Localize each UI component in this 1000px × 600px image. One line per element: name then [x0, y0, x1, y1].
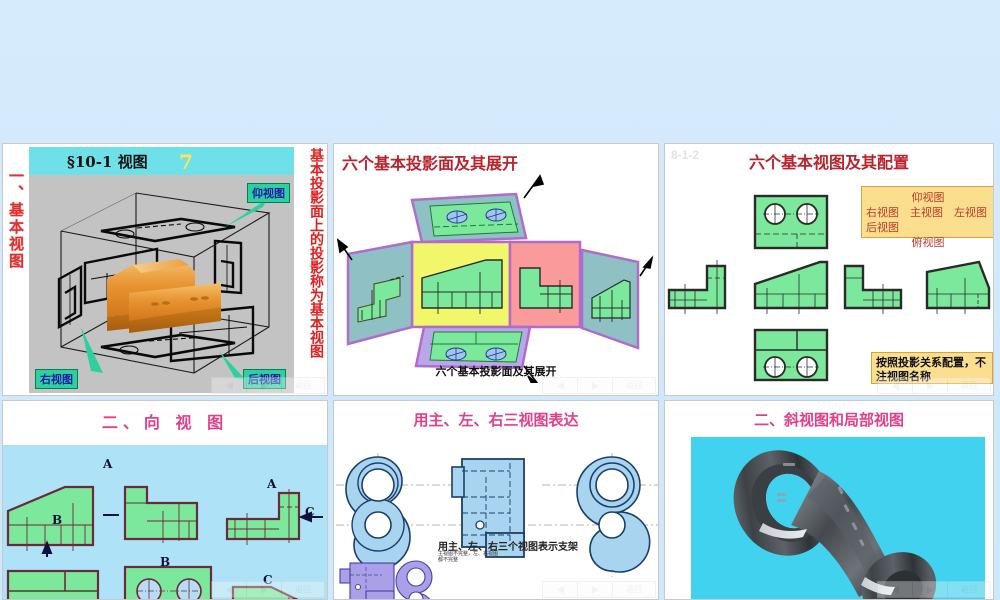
slide1-prev-button[interactable] — [211, 377, 247, 394]
slide1-vertical-right-note: 基本投影面上的投影称为基本视图 — [308, 148, 324, 358]
slide3-arrangement-box: 仰视图 右视图 主视图 左视图 后视图 俯视图 — [861, 186, 993, 249]
slide1-title-bar — [29, 147, 294, 175]
slide4-title: 二、向 视 图 — [101, 413, 229, 432]
slide2-unfolded-planes-drawing — [336, 174, 654, 383]
slide-basic-views[interactable]: 一、基本视图 §10-1 视图 7 — [2, 143, 328, 396]
slide6-back-button[interactable]: 返回 — [947, 581, 991, 598]
slide3-number: 8-1-2 — [671, 148, 700, 162]
next-icon — [591, 585, 599, 594]
slide1-isometric-drawing — [57, 192, 271, 379]
slide3-next-button[interactable] — [912, 377, 948, 394]
slide5-prev-button[interactable] — [542, 581, 578, 598]
slide-three-views-bracket[interactable]: 用主、左、右三视图表达 — [333, 400, 659, 600]
slide6-next-button[interactable] — [912, 581, 948, 598]
slide4-mark-B-arrow: B — [52, 513, 63, 527]
slide5-nav-strip[interactable]: 返回 — [542, 581, 656, 598]
slide4-back-button[interactable]: 返回 — [281, 581, 325, 598]
prev-icon — [891, 585, 899, 594]
slide6-prev-button[interactable] — [877, 581, 913, 598]
slide3-six-views-drawing — [667, 194, 991, 382]
slide6-render-photo — [691, 437, 985, 599]
slide2-next-button[interactable] — [577, 377, 613, 394]
prev-icon — [225, 585, 233, 594]
slide1-back-button[interactable]: 返回 — [281, 377, 325, 394]
slide3-back-button[interactable]: 返回 — [947, 377, 991, 394]
slide5-subcaption: 主视图不完整，左、右视图都不完整 — [438, 551, 499, 563]
prev-icon — [556, 381, 564, 390]
slide3-arrangement-line3: 俯视图 — [911, 236, 945, 249]
slide-directional-views[interactable]: 二、向 视 图 — [2, 400, 328, 600]
slide-oblique-partial-views[interactable]: 二、斜视图和局部视图 — [664, 400, 994, 600]
slide3-prev-button[interactable] — [877, 377, 913, 394]
slide4-prev-button[interactable] — [211, 581, 247, 598]
slide-six-views-arrangement[interactable]: 8-1-2 六个基本视图及其配置 仰视图 右视图 主视图 左视图 后视图 俯视图 — [664, 143, 994, 396]
slide5-bracket-views-drawing — [336, 453, 658, 599]
slide1-title: §10-1 视图 — [67, 153, 148, 171]
slide1-canvas: §10-1 视图 7 — [29, 147, 294, 393]
slide2-title: 六个基本投影面及其展开 — [342, 154, 519, 173]
slide-six-projection-planes[interactable]: 六个基本投影面及其展开 — [333, 143, 659, 396]
slide1-nav-strip[interactable]: 返回 — [211, 377, 325, 394]
slide3-title: 六个基本视图及其配置 — [748, 153, 909, 172]
slide3-nav-strip[interactable]: 返回 — [877, 377, 991, 394]
slide1-vertical-left-heading: 一、基本视图 — [7, 168, 25, 270]
slide3-note-box: 按照投影关系配置，不注视图名称 — [871, 352, 993, 384]
slide1-label-right-view: 右视图 — [35, 369, 78, 389]
next-icon — [926, 381, 934, 390]
top-blank-area — [0, 0, 1000, 141]
slide4-mark-A-arrow: A — [103, 457, 113, 471]
next-icon — [260, 585, 268, 594]
slide2-back-button[interactable]: 返回 — [612, 377, 656, 394]
next-icon — [260, 381, 268, 390]
slide1-title-marker: 7 — [179, 150, 193, 174]
slide4-views-drawing — [6, 485, 323, 599]
slide4-canvas: A B C A B C — [3, 445, 327, 599]
slide6-nav-strip[interactable]: 返回 — [877, 581, 991, 598]
prev-icon — [225, 381, 233, 390]
slide4-next-button[interactable] — [246, 581, 282, 598]
slide6-title: 二、斜视图和局部视图 — [753, 411, 904, 429]
next-icon — [926, 585, 934, 594]
slide1-label-back-view: 后视图 — [243, 369, 286, 389]
slide2-prev-button[interactable] — [542, 377, 578, 394]
next-icon — [591, 381, 599, 390]
slide5-title: 用主、左、右三视图表达 — [413, 411, 579, 429]
slide3-arrangement-line1: 仰视图 — [911, 191, 945, 204]
slide6-connecting-rod-render — [733, 450, 937, 599]
slide1-next-button[interactable] — [246, 377, 282, 394]
slide2-caption: 六个基本投影面及其展开 — [435, 365, 557, 378]
slide5-next-button[interactable] — [577, 581, 613, 598]
prev-icon — [556, 585, 564, 594]
slide4-nav-strip[interactable]: 返回 — [211, 581, 325, 598]
slide4-mark-C-arrow: C — [305, 505, 315, 519]
slide5-back-button[interactable]: 返回 — [612, 581, 656, 598]
prev-icon — [891, 381, 899, 390]
slide4-label-C: C — [263, 573, 273, 587]
slide4-label-A: A — [267, 477, 277, 491]
slide1-label-up-view: 仰视图 — [247, 183, 290, 203]
slide2-nav-strip[interactable]: 返回 — [542, 377, 656, 394]
slide-grid: 一、基本视图 §10-1 视图 7 — [0, 141, 1000, 600]
slide5-caption: 用主、左、右三个视图表示支架 — [438, 542, 578, 553]
slide4-label-B: B — [160, 555, 171, 569]
